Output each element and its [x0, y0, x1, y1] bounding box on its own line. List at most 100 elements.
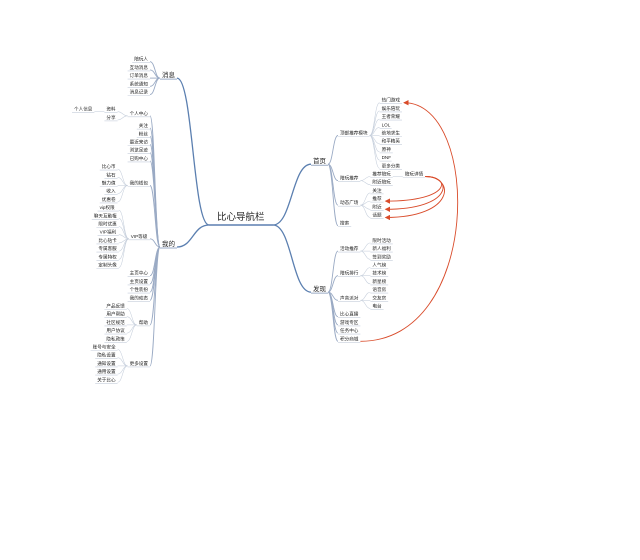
mindmap-node[interactable]: 签到奖励: [370, 253, 393, 261]
mindmap-node-label: 我的钱包: [130, 180, 149, 187]
mindmap-node[interactable]: 我的: [160, 239, 177, 249]
mindmap-node[interactable]: 钻石: [104, 171, 118, 179]
mindmap-node-label: 消息: [162, 70, 176, 79]
mindmap-node[interactable]: 产品反馈: [104, 303, 127, 310]
mindmap-node[interactable]: 技术榜: [370, 270, 389, 278]
mindmap-node[interactable]: VIP福利: [97, 229, 119, 236]
mindmap-link: [360, 250, 371, 260]
mindmap-node[interactable]: 关注: [136, 122, 150, 130]
mindmap-node[interactable]: LOL: [379, 122, 392, 129]
mindmap-node[interactable]: 最近来访: [127, 139, 150, 146]
mindmap-node-label: 语音房: [372, 286, 386, 293]
mindmap-node-label: 附近: [372, 203, 382, 210]
mindmap-node[interactable]: 主页中心: [127, 270, 150, 278]
mindmap-node[interactable]: 我的钱包: [127, 180, 150, 187]
mindmap-node[interactable]: 陪玩排行: [338, 270, 361, 278]
mindmap-node[interactable]: 新人福利: [370, 245, 393, 253]
mindmap-node[interactable]: 电台: [370, 303, 384, 310]
mindmap-node[interactable]: 附近陪玩: [370, 179, 393, 186]
mindmap-node[interactable]: 主页设置: [127, 278, 150, 286]
mindmap-node[interactable]: 优惠卷: [99, 196, 118, 204]
mindmap-node[interactable]: 比心钻卡: [96, 237, 119, 245]
mindmap-node[interactable]: 消息记录: [127, 89, 150, 96]
mindmap-node[interactable]: 陪玩人: [132, 56, 150, 64]
mindmap-node[interactable]: 绝地求生: [379, 130, 402, 137]
mindmap-node[interactable]: 分享: [104, 114, 118, 122]
mindmap-link: [117, 357, 128, 367]
mindmap-node[interactable]: 我的动态: [127, 294, 150, 302]
mindmap-node[interactable]: 首页: [311, 156, 328, 166]
mindmap-node[interactable]: 专属特权: [96, 253, 119, 261]
mindmap-node[interactable]: 游戏专区: [338, 319, 361, 327]
mindmap-node-label: 电台: [372, 303, 382, 310]
mindmap-node[interactable]: 积分商城: [338, 335, 361, 343]
mindmap-link: [149, 246, 161, 367]
mindmap-node-label: 动态广场: [340, 199, 359, 206]
mindmap-node[interactable]: 任务中心: [338, 327, 361, 335]
mindmap-node[interactable]: 用户协议: [104, 327, 127, 335]
mindmap-node[interactable]: 王者荣耀: [379, 113, 402, 121]
mindmap-node[interactable]: 帮助: [136, 319, 150, 327]
mindmap-node[interactable]: 更多设置: [127, 360, 150, 368]
mindmap-node[interactable]: 陪玩推荐: [338, 175, 361, 182]
mindmap-node[interactable]: DNF: [379, 155, 392, 162]
mindmap-link: [117, 349, 128, 367]
mindmap-node[interactable]: 比心币: [99, 163, 118, 171]
mindmap-node[interactable]: 资料: [104, 106, 118, 113]
mindmap-node[interactable]: 顶部推荐模块: [338, 130, 370, 137]
mindmap-node[interactable]: 粉丝: [136, 130, 150, 138]
mindmap-node-label: 魅力值: [102, 180, 116, 187]
mindmap-node[interactable]: 比心直播: [338, 311, 361, 319]
mindmap-node[interactable]: VIP等级: [128, 233, 150, 241]
mindmap-node[interactable]: 聊天互動権: [91, 212, 119, 220]
mindmap-node[interactable]: 浏览足迹: [127, 147, 150, 154]
mindmap-node[interactable]: 个人信息: [72, 106, 95, 113]
mindmap-node[interactable]: 个性装扮: [127, 286, 150, 294]
mindmap-node[interactable]: 更多分类: [379, 162, 402, 170]
mindmap-node[interactable]: 发现: [311, 284, 328, 294]
mindmap-node[interactable]: 社区规范: [104, 319, 127, 327]
mindmap-node[interactable]: 专属客服: [96, 245, 119, 253]
mindmap-node[interactable]: 账号与安全: [90, 344, 118, 351]
mindmap-node[interactable]: 隐私设置: [95, 352, 118, 360]
mindmap-node[interactable]: 推荐陪玩: [370, 171, 393, 178]
mindmap-node[interactable]: 附近: [370, 203, 384, 211]
mindmap-node[interactable]: 关注: [370, 187, 384, 195]
mindmap-node[interactable]: 收入: [104, 188, 118, 195]
mindmap-node[interactable]: 定制头像: [96, 262, 119, 269]
mindmap-node[interactable]: 活动推荐: [338, 245, 361, 253]
mindmap-node[interactable]: 通知设置: [95, 360, 118, 368]
mindmap-node[interactable]: 订单消息: [127, 72, 150, 80]
mindmap-node[interactable]: 交友房: [370, 294, 389, 302]
mindmap-node[interactable]: 推荐: [370, 195, 384, 203]
mindmap-node-label: 最近来访: [130, 139, 149, 146]
mindmap-node[interactable]: 和平精英: [379, 138, 402, 145]
mindmap-node[interactable]: 动态广场: [338, 199, 361, 207]
mindmap-link: [126, 324, 137, 334]
mindmap-node[interactable]: 话题: [370, 212, 384, 219]
mindmap-node[interactable]: 个人中心: [127, 110, 150, 118]
mindmap-node[interactable]: 语音房: [370, 286, 389, 294]
mindmap-node[interactable]: 魅力值: [99, 180, 118, 187]
mindmap-node[interactable]: 新星榜: [370, 278, 389, 286]
mindmap-node[interactable]: 通用设置: [95, 368, 118, 376]
mindmap-node-label: 专属客服: [98, 245, 117, 252]
mindmap-node[interactable]: vip权限: [97, 204, 119, 212]
mindmap-node[interactable]: 用户帮助: [104, 311, 127, 319]
mindmap-node[interactable]: 限时活动: [370, 237, 393, 245]
mindmap-node[interactable]: 陪玩详情: [402, 171, 426, 178]
mindmap-node[interactable]: 互动消息: [127, 64, 150, 72]
mindmap-root[interactable]: 比心导航栏: [209, 211, 273, 226]
mindmap-node[interactable]: 消息: [160, 70, 177, 80]
mindmap-node[interactable]: 热门游戏: [379, 97, 402, 104]
mindmap-node[interactable]: 娱乐陪玩: [379, 105, 402, 113]
mindmap-node[interactable]: 限时优惠: [96, 221, 119, 228]
mindmap-node[interactable]: 已购中心: [127, 155, 150, 163]
mindmap-node[interactable]: 原神: [379, 146, 393, 154]
mindmap-node[interactable]: 声音派对: [338, 294, 361, 302]
mindmap-node[interactable]: 隐私政策: [104, 335, 127, 343]
mindmap-node[interactable]: 搜索: [338, 220, 352, 227]
mindmap-node[interactable]: 人气榜: [370, 262, 389, 269]
mindmap-node[interactable]: 系统通知: [127, 80, 150, 88]
mindmap-node[interactable]: 关于比心: [95, 376, 118, 384]
